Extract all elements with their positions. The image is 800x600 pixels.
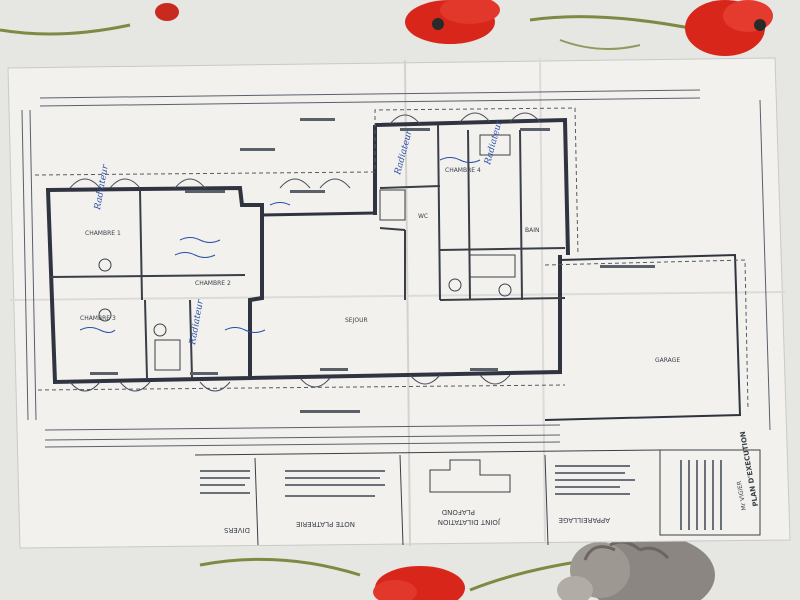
room-label-chambre-1: CHAMBRE 1: [85, 230, 121, 237]
legend-title-plafond: PLAFOND: [442, 508, 475, 516]
room-label-sejour: SEJOUR: [345, 317, 368, 324]
legend-area: [194, 449, 661, 546]
poppy-flowers-top: [0, 0, 773, 56]
cat-paw: [557, 535, 715, 600]
room-label-chambre-3: CHAMBRE 3: [80, 315, 116, 322]
bathroom-fixtures: [98, 134, 516, 371]
room-label-wc: WC: [418, 213, 428, 220]
room-label-garage: GARAGE: [655, 357, 680, 364]
room-label-chambre-4: CHAMBRE 4: [445, 167, 481, 174]
legend-title-appareillage: APPAREILLAGE: [559, 516, 610, 524]
handwritten-scribbles: [79, 157, 481, 333]
dimension-lines: [21, 89, 771, 448]
dashed-lines: [34, 107, 749, 411]
small-annotations: [90, 118, 655, 413]
legend-titles: APPAREILLAGE JOINT DILATATION PLAFOND NO…: [223, 508, 610, 534]
plan-sheet: [7, 57, 791, 549]
legend-text-lines: [200, 465, 635, 497]
legend-title-joint-dilatation: JOINT DILATATION: [438, 518, 501, 526]
legend-title-divers: DIVERS: [223, 526, 250, 534]
room-labels: CHAMBRE 1 CHAMBRE 2 CHAMBRE 3 CHAMBRE 4 …: [80, 167, 680, 364]
room-label-bain: BAIN: [525, 227, 539, 234]
room-label-chambre-2: CHAMBRE 2: [195, 280, 231, 287]
legend-title-note-platrerie: NOTE PLATRERIE: [296, 520, 355, 528]
window-arcs: [69, 112, 541, 392]
